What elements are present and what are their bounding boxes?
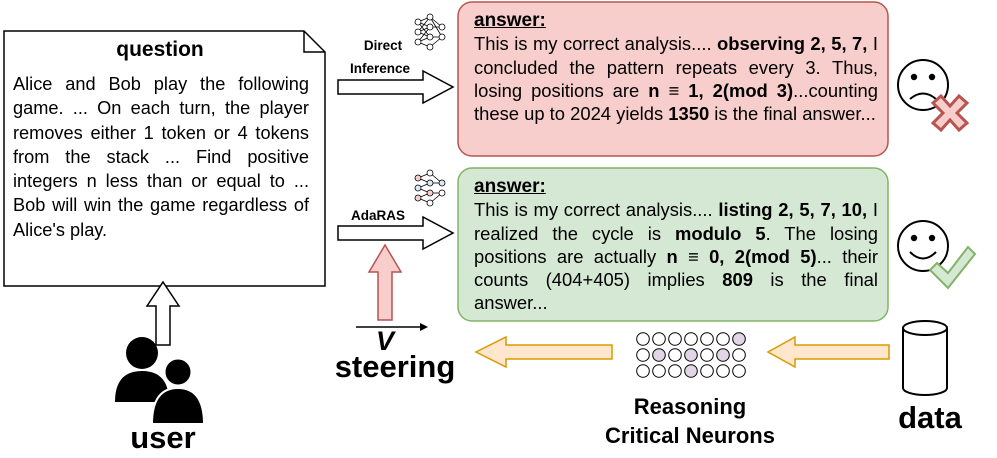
vector-label: V — [375, 326, 394, 356]
user-label: user — [130, 420, 196, 455]
document-icon — [3, 30, 326, 287]
user-up-arrow — [145, 280, 181, 346]
direct-answer-result: 1350 — [668, 103, 710, 125]
question-body: Alice and Bob play the following game. .… — [13, 74, 309, 240]
neural-network-icon — [414, 169, 446, 207]
adaras-label: AdaRAS — [350, 208, 405, 223]
check-mark-icon — [928, 245, 977, 290]
adaras-answer-emphasis: modulo 5 — [674, 222, 766, 244]
direct-answer-text: answer: This is my correct analysis.... … — [474, 10, 879, 125]
direct-answer-title: answer: — [474, 10, 546, 31]
steering-up-arrow — [367, 243, 403, 321]
adaras-answer-emphasis: listing 2, 5, 7, 10, — [718, 199, 868, 221]
adaras-answer-text: answer: This is my correct analysis.... … — [474, 176, 879, 314]
adaras-answer-title: answer: — [474, 176, 546, 197]
question-title: question — [116, 38, 204, 61]
direct-label-line2: Inference — [349, 61, 411, 76]
direct-answer-emphasis: n ≡ 1, 2(mod 3) — [648, 79, 794, 101]
neural-network-icon — [414, 13, 446, 51]
data-label: data — [898, 400, 962, 435]
happy-face-icon — [897, 220, 949, 272]
adaras-answer-box — [457, 167, 889, 322]
direct-label-line1: Direct — [363, 38, 403, 53]
steering-label: steering — [334, 349, 456, 384]
sad-face-icon — [897, 59, 949, 111]
neurons-label-line1: Reasoning — [633, 394, 747, 419]
data-to-neurons-arrow — [766, 335, 890, 369]
neurons-label-line2: Critical Neurons — [605, 423, 775, 448]
database-icon — [902, 320, 948, 396]
direct-answer-box — [457, 1, 889, 157]
vector-arrow-icon — [356, 323, 428, 331]
adaras-arrow — [337, 215, 455, 251]
user-group-icon — [115, 337, 206, 425]
adaras-answer-emphasis: n ≡ 0, 2(mod 5) — [666, 245, 817, 267]
x-mark-icon — [930, 93, 970, 133]
adaras-answer-result: 809 — [722, 269, 753, 291]
direct-arrow — [337, 69, 455, 105]
direct-answer-emphasis: observing 2, 5, 7, — [717, 33, 868, 55]
neurons-to-steering-arrow — [474, 335, 613, 369]
neuron-grid-icon — [636, 332, 746, 378]
